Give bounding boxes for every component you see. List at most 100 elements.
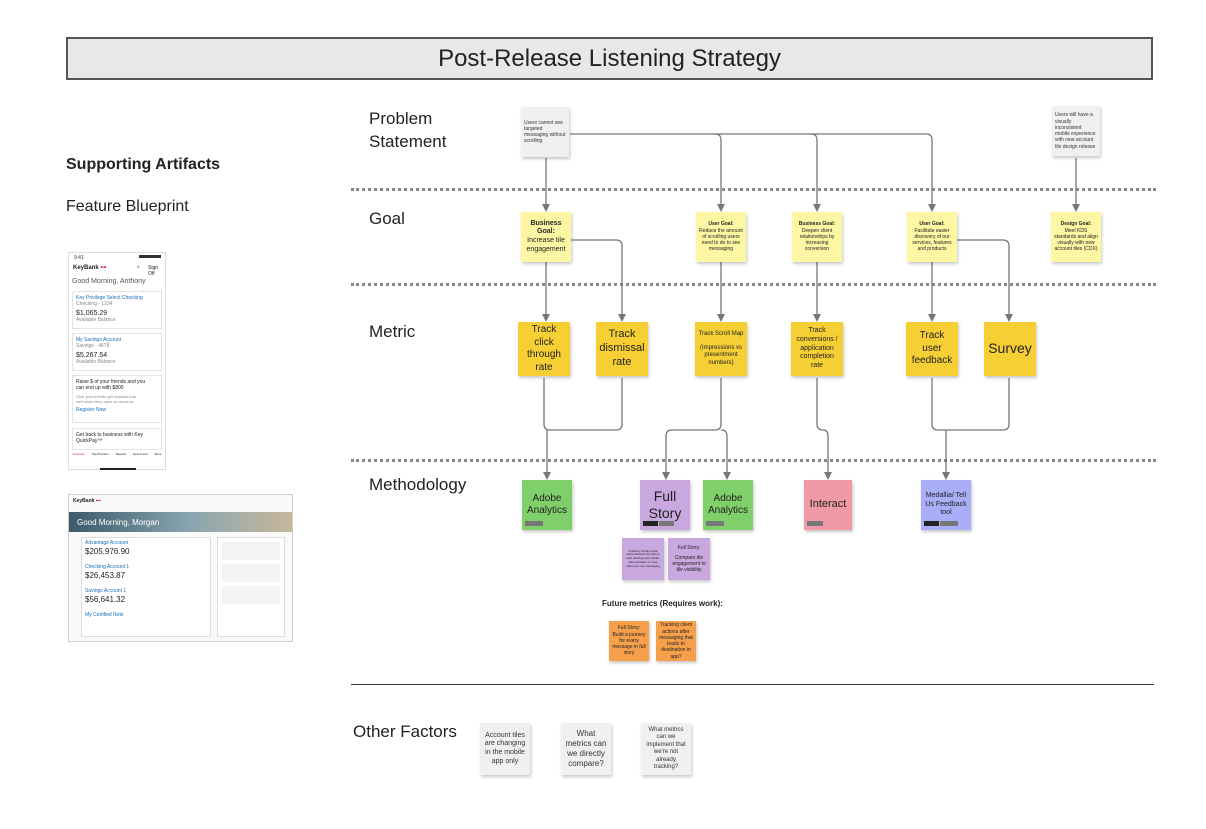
color-tag — [807, 521, 823, 526]
web-key-icon: ⊶ — [94, 498, 101, 504]
method-label: Full Story — [648, 487, 682, 522]
arrow-g1-m2 — [571, 239, 626, 322]
web-brand-logo: KeyBank ⊶ — [73, 498, 101, 504]
metric-note-conversions[interactable]: Track conversions / application completi… — [791, 322, 843, 376]
goal-body: Reduce the amount of scrolling users nee… — [699, 227, 743, 253]
method-label: Interact — [809, 498, 847, 511]
web-offer-2 — [222, 564, 280, 582]
goal-title: Business Goal: — [798, 221, 836, 228]
color-tag — [706, 521, 724, 526]
fullstory-subnote-1[interactable]: FullStory Confirm that users discover th… — [622, 538, 664, 580]
other-factor-note-2[interactable]: What metrics can we directly compare? — [561, 723, 611, 775]
nav-more: More — [154, 452, 162, 456]
separator-problem-goal — [351, 188, 1156, 191]
sign-off-link: Sign Off — [148, 265, 159, 277]
future-note-2[interactable]: Tracking client actions after messaging … — [656, 621, 696, 661]
web-account-name: My Certified Note — [85, 612, 124, 618]
page-title: Post-Release Listening Strategy — [66, 37, 1153, 80]
account-sub: Savings - 4678 — [76, 343, 110, 349]
goal-body: Deepen client relationships by increasin… — [799, 227, 835, 253]
goal-body: Increase tile engagement — [526, 237, 566, 253]
web-offers-panel — [217, 537, 285, 637]
method-note-full-story[interactable]: Full Story — [640, 480, 690, 530]
method-note-interact[interactable]: Interact — [804, 480, 852, 530]
color-tag — [924, 521, 939, 526]
metric-note-dismissal[interactable]: Track dismissal rate — [596, 322, 648, 376]
arrow-m3-aa2 — [720, 429, 731, 480]
mobile-bottom-nav: Accounts Pay/Transfer Deposit Open/Lend … — [69, 452, 165, 468]
row-label-methodology: Methodology — [369, 475, 467, 494]
metric-note-user-feedback[interactable]: Track user feedback — [906, 322, 958, 376]
method-label: Adobe Analytics — [707, 492, 748, 517]
arrow-p1-g2 — [714, 133, 725, 212]
subnote-title: Full Story: — [677, 544, 701, 551]
metric-scroll-title: Track Scroll Map — [698, 331, 744, 337]
separator-other-factors — [351, 684, 1154, 685]
method-note-adobe-analytics-1[interactable]: Adobe Analytics — [522, 480, 572, 530]
metric-note-survey[interactable]: Survey — [984, 322, 1036, 376]
account-balance-label: Available Balance — [76, 317, 116, 323]
metric-note-click-through[interactable]: Track click through rate — [518, 322, 570, 376]
mobile-greeting: Good Morning, Anthony — [72, 278, 146, 285]
web-account-name: Savings Account 1 — [85, 588, 127, 594]
row-label-other-factors: Other Factors — [353, 722, 457, 741]
separator-metric-methodology — [351, 459, 1156, 462]
supporting-artifacts-heading: Supporting Artifacts — [66, 156, 221, 173]
goal-note-user-2[interactable]: User Goal: Facilitate easier discovery o… — [907, 212, 957, 262]
promo-title: Get back to business with Key QuickPay™ — [76, 432, 143, 444]
desktop-blueprint-mockup[interactable]: KeyBank ⊶ Good Morning, Morgan Advantage… — [68, 494, 293, 642]
goal-note-user-1[interactable]: User Goal: Reduce the amount of scrollin… — [696, 212, 746, 262]
web-hero-banner: Good Morning, Morgan — [69, 512, 292, 532]
problem-note-1[interactable]: Users cannot see targeted messaging with… — [521, 107, 569, 157]
mobile-blueprint-mockup[interactable]: 9:41 KeyBank ⊶ ⌕ Sign Off Good Morning, … — [68, 252, 166, 470]
goal-note-business-1[interactable]: Business Goal: Increase tile engagement — [521, 212, 571, 262]
promo-body: Give your friends get rewarded as well w… — [76, 394, 137, 404]
fullstory-subnote-2[interactable]: Full Story: Compare tile engagement to t… — [668, 538, 710, 580]
method-note-adobe-analytics-2[interactable]: Adobe Analytics — [703, 480, 753, 530]
goal-note-design[interactable]: Design Goal: Meet KDS standards and alig… — [1051, 212, 1101, 262]
other-factor-note-3[interactable]: What metrics can we implement that we're… — [641, 723, 691, 775]
goal-title: User Goal: — [708, 221, 734, 228]
account-amount: $5,267.54 — [76, 352, 108, 359]
nav-pay-transfer: Pay/Transfer — [91, 452, 109, 456]
web-account-name: Advantage Account — [85, 540, 129, 546]
brand-name: KeyBank — [73, 265, 99, 271]
method-note-medallia[interactable]: Medallia/ Tell Us Feedback tool — [921, 480, 971, 530]
metric-note-scroll-map[interactable]: Track Scroll Map (Impressions vs present… — [695, 322, 747, 376]
arrow-p1-g3 — [810, 133, 821, 212]
account-name: Key Privilege Select Checking — [76, 295, 143, 301]
metric-scroll-detail: (Impressions vs presentment numbers) — [699, 344, 742, 366]
merge-m1-m2 — [543, 378, 623, 431]
account-balance-label: Available Balance — [76, 359, 116, 365]
web-offer-1 — [222, 542, 280, 560]
goal-title: Design Goal: — [1060, 221, 1092, 228]
arrow-g4-m6 — [957, 239, 1013, 322]
promo-card-1: Raise $ of your friends and you can end … — [72, 375, 162, 423]
future-note-1[interactable]: Full Story: Build a journey for every me… — [609, 621, 649, 661]
goal-title: Business Goal: — [530, 219, 562, 236]
color-tag — [940, 521, 958, 526]
promo-card-2: Get back to business with Key QuickPay™ — [72, 428, 162, 450]
problem-note-2[interactable]: Users will have a visually inconsistent … — [1052, 106, 1100, 156]
separator-goal-metric — [351, 283, 1156, 286]
account-sub: Checking - 1234 — [76, 301, 113, 307]
status-time: 9:41 — [74, 255, 84, 261]
web-brand-name: KeyBank — [73, 498, 95, 504]
goal-title: User Goal: — [919, 221, 945, 228]
brand-logo: KeyBank ⊶ — [73, 264, 106, 271]
promo-link: Register Now — [76, 407, 107, 413]
row-label-metric: Metric — [369, 322, 416, 341]
page-title-text: Post-Release Listening Strategy — [438, 44, 781, 72]
battery-icon — [139, 255, 161, 258]
web-accounts-panel: Advantage Account $205,976.90 Checking A… — [81, 537, 211, 637]
nav-open-lend: Open/Lend — [132, 452, 148, 456]
nav-accounts: Accounts — [72, 452, 85, 456]
goal-body: Meet KDS standards and align visually wi… — [1054, 227, 1098, 253]
other-factor-note-1[interactable]: Account tiles are changing in the mobile… — [480, 723, 530, 775]
method-label: Adobe Analytics — [526, 492, 567, 517]
goal-note-business-2[interactable]: Business Goal: Deepen client relationshi… — [792, 212, 842, 262]
web-greeting: Good Morning, Morgan — [77, 518, 160, 527]
color-tag — [643, 521, 658, 526]
arrow-p1-g4 — [570, 133, 936, 212]
